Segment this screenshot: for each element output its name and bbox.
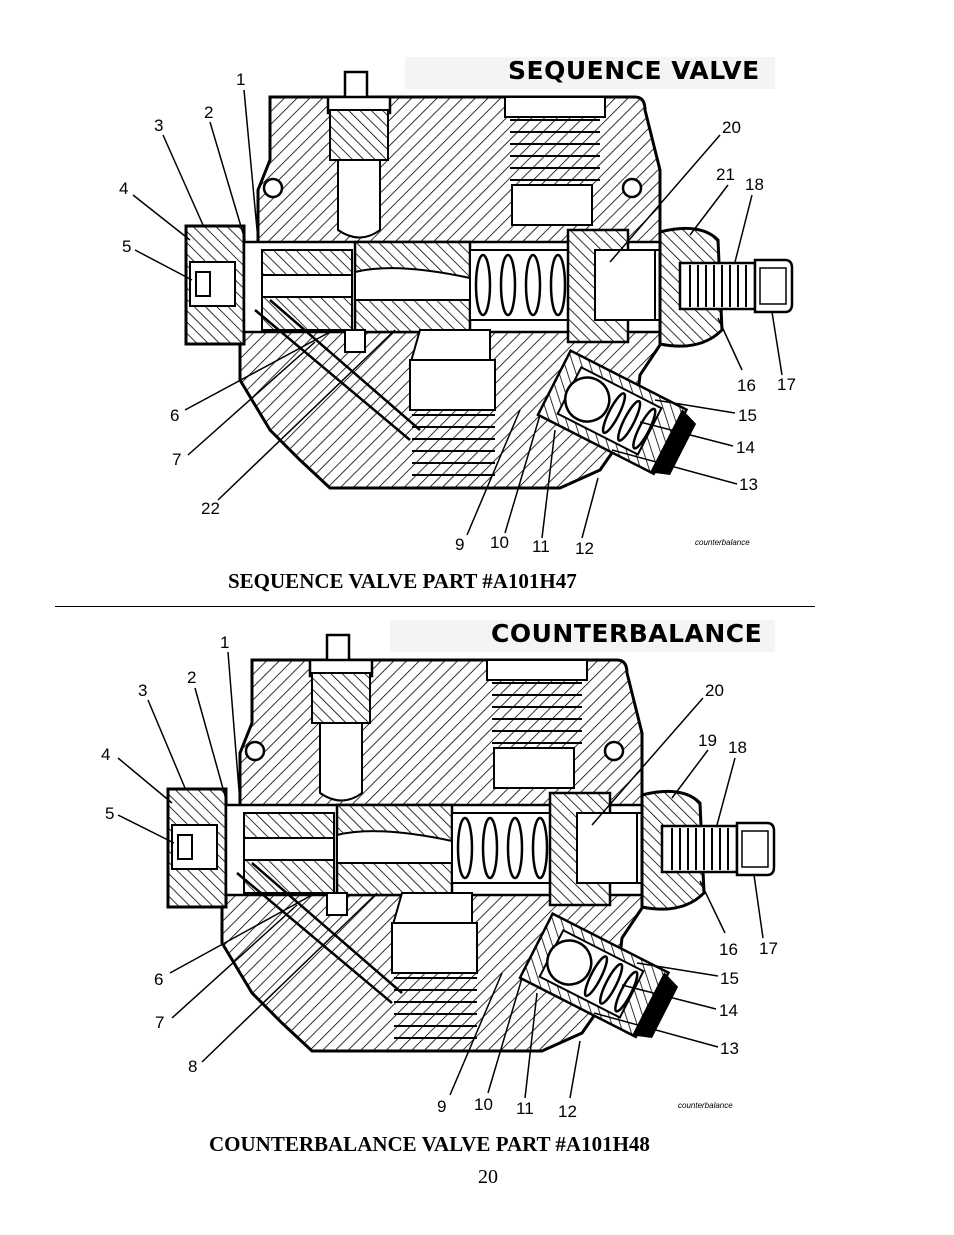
label-5: 5 xyxy=(105,804,114,823)
label-17: 17 xyxy=(759,939,778,958)
label-11: 11 xyxy=(516,1099,534,1118)
label-6: 6 xyxy=(154,970,163,989)
label-18: 18 xyxy=(728,738,747,757)
label-20: 20 xyxy=(722,118,741,137)
label-2: 2 xyxy=(187,668,196,687)
label-14: 14 xyxy=(719,1001,738,1020)
label-12: 12 xyxy=(558,1102,577,1121)
label-19: 19 xyxy=(698,731,717,750)
label-11: 11 xyxy=(532,537,550,556)
sequence-valve-diagram: SEQUENCE VALVE 1 xyxy=(119,56,796,558)
part-labels: 1 2 3 4 5 6 7 22 9 10 11 12 13 14 15 16 … xyxy=(119,70,796,558)
label-1: 1 xyxy=(220,633,229,652)
label-10: 10 xyxy=(490,533,509,552)
watermark: counterbalance xyxy=(695,538,750,547)
label-1: 1 xyxy=(236,70,245,89)
watermark: counterbalance xyxy=(678,1101,733,1110)
counterbalance-valve-diagram: COUNTERBALANCE 1 2 xyxy=(101,619,778,1121)
label-2: 2 xyxy=(204,103,213,122)
label-9: 9 xyxy=(437,1097,446,1116)
label-12: 12 xyxy=(575,539,594,558)
diagram-title: COUNTERBALANCE xyxy=(491,619,762,648)
counterbalance-valve-caption: COUNTERBALANCE VALVE PART #A101H48 xyxy=(209,1132,650,1156)
label-3: 3 xyxy=(154,116,163,135)
label-7: 7 xyxy=(155,1013,164,1032)
part-labels: 1 2 3 4 5 6 7 8 9 10 11 12 13 14 15 16 1… xyxy=(101,633,778,1121)
label-5: 5 xyxy=(122,237,131,256)
section-divider xyxy=(55,606,815,607)
label-6: 6 xyxy=(170,406,179,425)
valve-cross-section xyxy=(184,70,794,490)
label-22: 22 xyxy=(201,499,220,518)
label-13: 13 xyxy=(739,475,758,494)
label-10: 10 xyxy=(474,1095,493,1114)
page-number: 20 xyxy=(478,1166,498,1188)
sequence-valve-caption: SEQUENCE VALVE PART #A101H47 xyxy=(228,569,577,593)
label-21: 21 xyxy=(716,165,735,184)
label-13: 13 xyxy=(720,1039,739,1058)
label-7: 7 xyxy=(172,450,181,469)
diagram-title: SEQUENCE VALVE xyxy=(508,56,760,85)
label-4: 4 xyxy=(101,745,110,764)
label-3: 3 xyxy=(138,681,147,700)
label-15: 15 xyxy=(738,406,757,425)
label-9: 9 xyxy=(455,535,464,554)
label-15: 15 xyxy=(720,969,739,988)
label-14: 14 xyxy=(736,438,755,457)
label-16: 16 xyxy=(719,940,738,959)
label-18: 18 xyxy=(745,175,764,194)
label-16: 16 xyxy=(737,376,756,395)
label-20: 20 xyxy=(705,681,724,700)
label-4: 4 xyxy=(119,179,128,198)
label-17: 17 xyxy=(777,375,796,394)
valve-cross-section xyxy=(166,633,776,1053)
label-8: 8 xyxy=(188,1057,197,1076)
